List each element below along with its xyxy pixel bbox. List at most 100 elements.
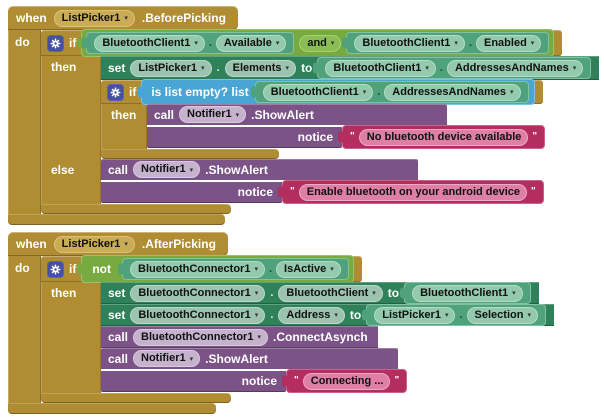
mutator-gear-icon[interactable] <box>47 260 64 278</box>
call-label: call <box>108 351 129 366</box>
dropdown-arrow-icon: ▾ <box>194 40 198 47</box>
component-block-bluetoothclient1[interactable]: BluetoothClient1 ▾ <box>404 282 531 304</box>
property-dropdown[interactable]: Selection ▾ <box>466 306 538 324</box>
set-bluetoothconnector1-address-block[interactable]: set BluetoothConnector1 ▾ . Address ▾ <box>101 304 554 326</box>
to-label: to <box>301 61 313 75</box>
when-listpicker1-afterpicking-block[interactable]: when ListPicker1 ▾ .AfterPicking do <box>8 232 599 414</box>
then-label: then <box>111 108 137 122</box>
component-dropdown-listpicker1[interactable]: ListPicker1 ▾ <box>53 9 135 27</box>
event-header[interactable]: when ListPicker1 ▾ .BeforePicking <box>8 6 238 30</box>
call-notifier1-showalert-block[interactable]: call Notifier1 ▾ .ShowAlert not <box>101 159 544 204</box>
open-quote: " <box>350 131 355 142</box>
property-dot: . <box>377 85 381 98</box>
dropdown-arrow-icon: ▾ <box>254 312 259 319</box>
component-dropdown-listpicker1[interactable]: ListPicker1 ▾ <box>53 235 135 253</box>
call-label: call <box>154 107 175 122</box>
mutator-gear-icon[interactable] <box>47 34 64 52</box>
call-notifier1-showalert-block[interactable]: call Notifier1 ▾ .ShowAlert <box>147 104 546 149</box>
mutator-gear-icon[interactable] <box>107 83 124 101</box>
property-dot: . <box>439 61 443 74</box>
property-dropdown[interactable]: BluetoothClient ▾ <box>278 284 383 302</box>
property-dropdown[interactable]: IsActive ▾ <box>276 260 341 278</box>
text-string-block[interactable]: " No bluetooth device available " <box>342 125 546 149</box>
dropdown-arrow-icon: ▾ <box>189 166 194 174</box>
component-dropdown-notifier1[interactable]: Notifier1 ▾ <box>133 161 201 178</box>
component-dropdown[interactable]: BluetoothConnector1 ▾ <box>130 284 266 302</box>
property-dot: . <box>459 308 463 321</box>
event-block-bottom <box>8 403 216 414</box>
if-block-bottom <box>41 204 231 214</box>
when-listpicker1-beforepicking-block[interactable]: when ListPicker1 ▾ .BeforePicking do <box>8 6 600 225</box>
set-label: set <box>108 286 126 300</box>
component-dropdown[interactable]: BluetoothConnector1 ▾ <box>130 260 265 278</box>
and-block[interactable]: BluetoothClient1 ▾ . Available ▾ <box>81 29 555 57</box>
string-value[interactable]: No bluetooth device available <box>358 128 529 146</box>
dropdown-arrow-icon: ▾ <box>124 15 128 22</box>
event-name-label: .BeforePicking <box>141 11 226 25</box>
component-dropdown[interactable]: BluetoothClient1 ▾ <box>354 34 465 52</box>
method-label: .ConnectAsynch <box>272 330 368 344</box>
dropdown-arrow-icon: ▾ <box>530 40 535 47</box>
getter-bluetoothconnector1-isactive[interactable]: BluetoothConnector1 ▾ . IsActive ▾ <box>122 258 349 280</box>
property-dropdown[interactable]: Available ▾ <box>215 34 287 52</box>
getter-bluetoothclient1-available[interactable]: BluetoothClient1 ▾ . Available ▾ <box>86 32 295 54</box>
component-dropdown[interactable]: BluetoothClient1 ▾ <box>262 83 374 101</box>
logic-operator-dropdown[interactable]: and ▾ <box>299 34 342 52</box>
call-label: call <box>108 162 129 177</box>
set-listpicker1-elements-block[interactable]: set ListPicker1 ▾ . Elements ▾ <box>101 56 600 80</box>
is-list-empty-block[interactable]: is list empty? list BluetoothClient1 ▾ . <box>141 79 535 105</box>
notice-socket: notice <box>101 370 286 392</box>
component-dropdown-notifier1[interactable]: Notifier1 ▾ <box>133 350 201 367</box>
component-dropdown[interactable]: ListPicker1 ▾ <box>374 306 456 324</box>
if-block-bluetooth-check[interactable]: if BluetoothClient1 ▾ . Available <box>41 29 600 214</box>
getter-bluetoothclient1-enabled[interactable]: BluetoothClient1 ▾ . Enabled ▾ <box>346 32 550 54</box>
dropdown-arrow-icon: ▾ <box>512 290 516 297</box>
component-dropdown[interactable]: BluetoothClient1 ▾ <box>412 284 523 302</box>
property-dropdown[interactable]: Elements ▾ <box>224 59 297 77</box>
property-dropdown[interactable]: AddressesAndNames ▾ <box>446 59 584 77</box>
property-dropdown[interactable]: AddressesAndNames ▾ <box>384 83 521 101</box>
if-block-empty-list-check[interactable]: if is list empty? list BluetoothClient1 … <box>101 79 546 159</box>
property-dot: . <box>270 286 274 299</box>
getter-bluetoothclient1-addressesandnames[interactable]: BluetoothClient1 ▾ . AddressesAndNames ▾ <box>254 81 529 103</box>
text-string-block[interactable]: " Enable bluetooth on your android devic… <box>282 180 544 204</box>
call-notifier1-showalert-block[interactable]: call Notifier1 ▾ .ShowAlert not <box>101 348 408 393</box>
component-dropdown[interactable]: BluetoothConnector1 ▾ <box>133 328 268 346</box>
set-label: set <box>108 308 126 322</box>
do-label: do <box>15 261 30 275</box>
not-block[interactable]: not BluetoothConnector1 ▾ . IsActive ▾ <box>81 255 354 283</box>
is-list-empty-label: is list empty? list <box>151 85 249 99</box>
property-dropdown[interactable]: Address ▾ <box>278 306 345 324</box>
set-label: set <box>108 61 126 75</box>
method-label: .ShowAlert <box>205 351 268 366</box>
string-value[interactable]: Enable bluetooth on your android device <box>298 183 528 201</box>
set-bluetoothconnector1-bluetoothclient-block[interactable]: set BluetoothConnector1 ▾ . BluetoothCli… <box>101 282 539 304</box>
dropdown-arrow-icon: ▾ <box>201 65 205 72</box>
dropdown-arrow-icon: ▾ <box>425 65 429 72</box>
property-dropdown[interactable]: Enabled ▾ <box>476 34 542 52</box>
dropdown-arrow-icon: ▾ <box>334 312 338 319</box>
component-dropdown[interactable]: BluetoothConnector1 ▾ <box>130 306 266 324</box>
event-header[interactable]: when ListPicker1 ▾ .AfterPicking <box>8 232 228 256</box>
dropdown-arrow-icon: ▾ <box>235 111 240 119</box>
call-label: call <box>108 330 129 344</box>
call-bluetoothconnector1-connectasynch-block[interactable]: call BluetoothConnector1 ▾ .ConnectAsync… <box>101 326 378 348</box>
getter-listpicker1-selection[interactable]: ListPicker1 ▾ . Selection ▾ <box>366 304 546 326</box>
component-dropdown[interactable]: ListPicker1 ▾ <box>130 59 212 77</box>
dropdown-arrow-icon: ▾ <box>254 266 258 273</box>
blocks-canvas[interactable]: when ListPicker1 ▾ .BeforePicking do <box>8 6 600 414</box>
do-spine: do <box>8 30 41 214</box>
component-dropdown-notifier1[interactable]: Notifier1 ▾ <box>179 106 247 123</box>
component-dropdown[interactable]: BluetoothClient1 ▾ <box>94 34 205 52</box>
text-string-block[interactable]: " Connecting ... " <box>286 369 408 393</box>
component-dropdown[interactable]: BluetoothClient1 ▾ <box>325 59 436 77</box>
when-label: when <box>16 237 47 251</box>
if-label: if <box>69 262 77 276</box>
method-label: .ShowAlert <box>205 162 268 177</box>
string-value[interactable]: Connecting ... <box>302 372 391 390</box>
getter-bluetoothclient1-addressesandnames[interactable]: BluetoothClient1 ▾ . AddressesAndNames ▾ <box>317 57 592 79</box>
if-block-bottom <box>41 393 231 403</box>
if-block-isactive-check[interactable]: if not BluetoothConnector1 ▾ . <box>41 255 554 403</box>
notice-socket: notice <box>147 126 342 148</box>
if-label: if <box>69 36 77 50</box>
